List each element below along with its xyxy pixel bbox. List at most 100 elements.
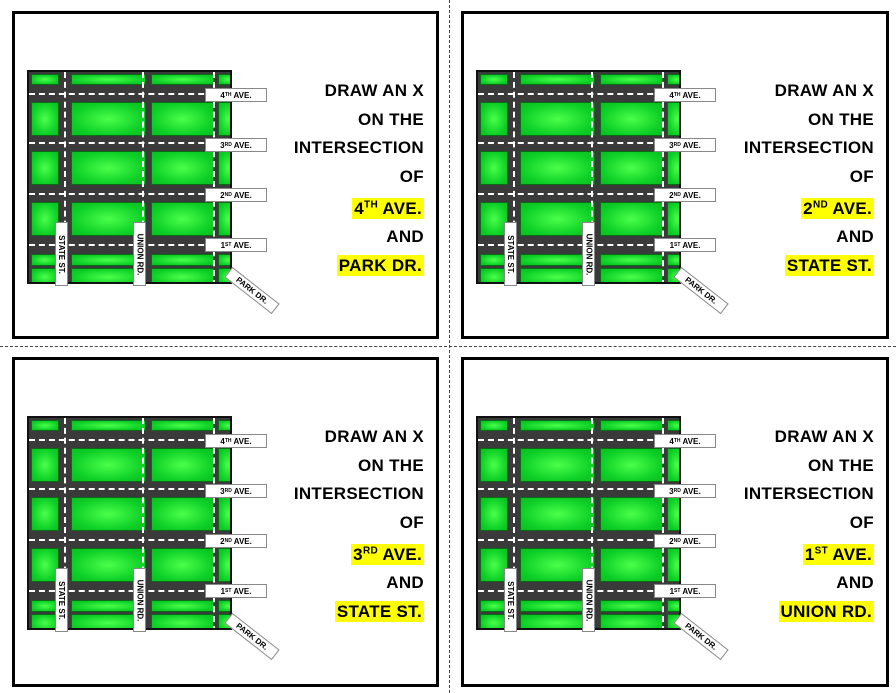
city-block — [667, 420, 679, 431]
road-center-line — [478, 488, 679, 490]
union-road-sign: UNION RD. — [133, 568, 146, 632]
city-block — [31, 202, 59, 236]
street-one-word: AVE. — [377, 544, 422, 564]
city-block — [600, 614, 663, 628]
street-one-suffix: TH — [364, 199, 378, 210]
and-word: AND — [836, 227, 874, 247]
city-block — [71, 448, 146, 482]
city-block — [218, 151, 230, 185]
avenue-word: AVE. — [680, 190, 701, 200]
city-block — [31, 151, 59, 185]
street-one-word: AVE. — [827, 544, 872, 564]
park-drive-sign: PARK DR. — [673, 266, 729, 315]
instruction-line: OF — [399, 512, 424, 532]
street-sign-label: STATE ST. — [506, 580, 516, 620]
avenue-suffix: ND — [673, 192, 681, 198]
city-block — [480, 74, 508, 85]
city-block — [218, 254, 230, 266]
road-center-line — [142, 418, 144, 628]
city-block — [218, 420, 230, 431]
avenue-suffix: RD — [673, 142, 681, 148]
union-road-sign: UNION RD. — [582, 222, 595, 286]
park-drive-sign: PARK DR. — [224, 612, 280, 661]
city-block — [667, 151, 679, 185]
city-block — [218, 202, 230, 236]
and-word: AND — [386, 573, 424, 593]
road-center-line — [478, 142, 679, 144]
state-street-sign: STATE ST. — [504, 222, 517, 286]
avenue-word: AVE. — [231, 486, 252, 496]
highlighted-street-one: 3RD AVE. — [351, 543, 424, 565]
avenue-number: 1 — [220, 240, 226, 250]
city-block — [520, 448, 595, 482]
city-block — [600, 448, 663, 482]
instruction-line: OF — [849, 512, 874, 532]
road-center-line — [478, 93, 679, 95]
and-word: AND — [836, 573, 874, 593]
city-block — [31, 497, 59, 531]
street-sign-label: UNION RD. — [584, 233, 593, 275]
city-block — [667, 600, 679, 612]
highlighted-street-one: 1ST AVE. — [802, 543, 874, 565]
avenue-number: 4 — [220, 90, 225, 100]
avenue-number: 2 — [220, 190, 225, 200]
avenue-word: AVE. — [231, 140, 252, 150]
avenue-number: 3 — [220, 486, 225, 496]
instruction-line: OF — [399, 166, 424, 186]
avenue-number: 3 — [669, 486, 674, 496]
city-block — [71, 420, 146, 431]
city-block — [520, 102, 595, 136]
city-block — [667, 74, 679, 85]
street-one-number: 4 — [354, 198, 365, 218]
street-one-word: AVE. — [377, 198, 422, 218]
road-center-line — [29, 142, 230, 144]
city-block — [218, 548, 230, 582]
street-one-suffix: RD — [362, 545, 378, 556]
city-block — [480, 102, 508, 136]
instruction-line: INTERSECTION — [293, 138, 424, 157]
city-block — [600, 600, 663, 612]
avenue-word: AVE. — [231, 190, 252, 200]
highlighted-street-one: 4TH AVE. — [352, 197, 424, 219]
city-block — [667, 448, 679, 482]
city-block — [151, 102, 214, 136]
avenue-word: AVE. — [231, 536, 252, 546]
street-sign-label: UNION RD. — [584, 579, 593, 621]
city-block — [218, 74, 230, 85]
road-center-line — [478, 439, 679, 441]
street-one-line: 2ND AVE. — [744, 191, 874, 223]
road-center-line — [213, 418, 215, 628]
road-center-line — [29, 439, 230, 441]
street-two-line: STATE ST. — [294, 598, 424, 627]
street-one-line: 3RD AVE. — [294, 537, 424, 569]
city-block — [480, 420, 508, 431]
street-two-line: UNION RD. — [744, 598, 874, 627]
street-one-suffix: ND — [812, 199, 828, 210]
city-block — [151, 548, 214, 582]
avenue-word: AVE. — [680, 486, 701, 496]
city-block — [31, 448, 59, 482]
road-center-line — [478, 590, 679, 592]
city-block — [31, 420, 59, 431]
instruction-line: INTERSECTION — [293, 484, 424, 503]
street-sign-label: UNION RD. — [135, 579, 144, 621]
avenue-number: 1 — [669, 586, 675, 596]
city-block — [151, 74, 214, 85]
city-block — [600, 74, 663, 85]
avenue-number: 1 — [220, 586, 226, 596]
road-center-line — [29, 488, 230, 490]
road-center-line — [662, 418, 664, 628]
road-center-line — [591, 72, 593, 282]
city-block — [600, 151, 663, 185]
city-block — [31, 102, 59, 136]
avenue-word: AVE. — [680, 90, 701, 100]
avenue-suffix: ST — [225, 588, 232, 594]
